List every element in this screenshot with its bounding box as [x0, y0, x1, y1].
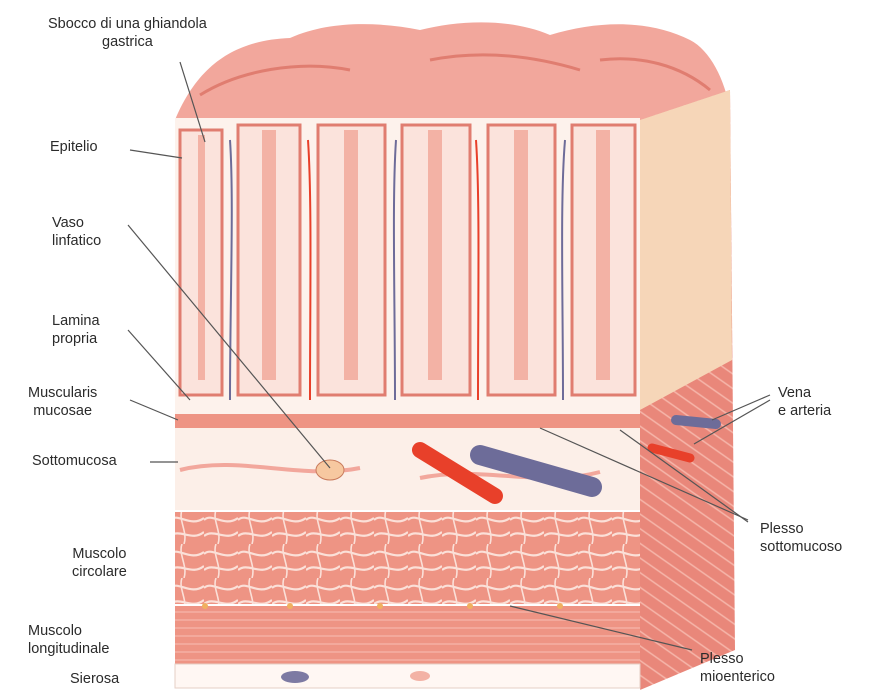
label-sbocco-line2: gastrica — [48, 33, 207, 51]
label-sottomucosa: Sottomucosa — [32, 452, 117, 470]
label-longitudinale-line1: Muscolo — [28, 622, 109, 640]
label-vaso-line1: Vaso — [52, 214, 101, 232]
label-muscularis-line2: mucosae — [28, 402, 97, 420]
label-sbocco-line1: Sbocco di una ghiandola — [48, 15, 207, 33]
label-vena: Vena e arteria — [778, 384, 831, 420]
label-vena-line2: e arteria — [778, 402, 831, 420]
label-plesso-sottomucoso-line2: sottomucoso — [760, 538, 842, 556]
circular-muscle-layer — [175, 512, 640, 604]
label-vena-line1: Vena — [778, 384, 831, 402]
submucosa-layer — [175, 428, 640, 510]
label-circolare: Muscolo circolare — [72, 545, 127, 581]
label-lamina-line2: propria — [52, 330, 100, 348]
label-plesso-mioenterico-line2: mioenterico — [700, 668, 775, 686]
label-longitudinale-line2: longitudinale — [28, 640, 109, 658]
label-lamina: Lamina propria — [52, 312, 100, 348]
label-plesso-mioenterico: Plesso mioenterico — [700, 650, 775, 686]
longitudinal-muscle-layer — [175, 606, 640, 664]
label-epitelio: Epitelio — [50, 138, 98, 156]
label-muscularis-line1: Muscularis — [28, 384, 97, 402]
label-lamina-line1: Lamina — [52, 312, 100, 330]
serosa-layer — [175, 664, 640, 688]
label-muscularis: Muscularis mucosae — [28, 384, 97, 420]
muscularis-mucosae-layer — [175, 414, 640, 428]
label-longitudinale: Muscolo longitudinale — [28, 622, 109, 658]
label-vaso-line2: linfatico — [52, 232, 101, 250]
label-plesso-sottomucoso-line1: Plesso — [760, 520, 842, 538]
label-plesso-mioenterico-line1: Plesso — [700, 650, 775, 668]
label-vaso: Vaso linfatico — [52, 214, 101, 250]
label-circolare-line2: circolare — [72, 563, 127, 581]
label-plesso-sottomucoso: Plesso sottomucoso — [760, 520, 842, 556]
label-circolare-line1: Muscolo — [72, 545, 127, 563]
label-sierosa: Sierosa — [70, 670, 119, 688]
label-sbocco: Sbocco di una ghiandola gastrica — [48, 15, 207, 51]
